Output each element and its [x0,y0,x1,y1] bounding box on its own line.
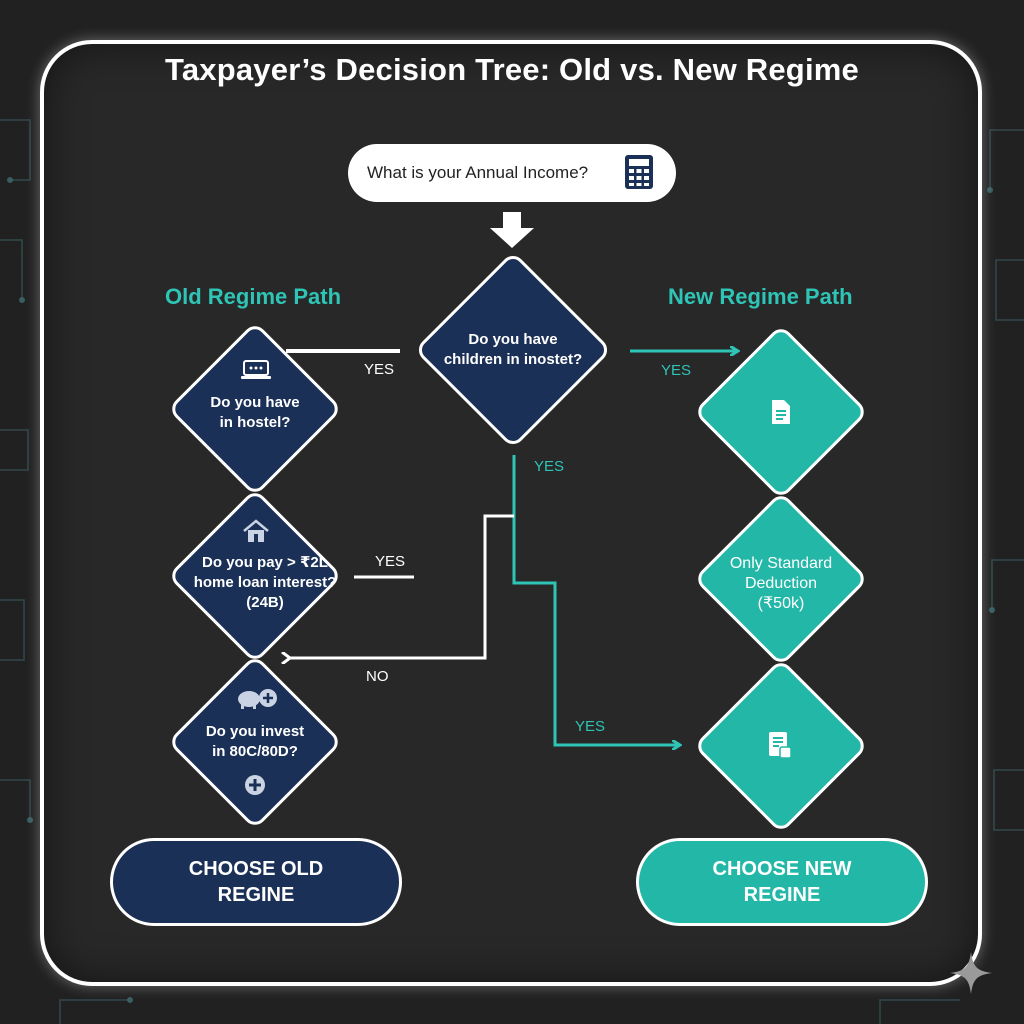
annual-income-question: What is your Annual Income? [367,163,589,182]
edge-no-to-old [290,514,514,658]
choose-new-regime-result: CHOOSE NEW REGINE [636,838,928,926]
health-plus-icon [245,775,265,795]
old-regime-heading: Old Regime Path [165,284,342,309]
diagram-frame [40,40,982,986]
new-regime-heading: New Regime Path [668,284,853,309]
edge-center-down [512,455,678,745]
calculator-icon [625,155,653,189]
edge-label-center-to-new: YES [661,362,692,379]
document-icon [772,400,790,424]
old-question-home-loan-text: Do you pay > ₹2L home loan interest? (24… [193,554,337,611]
sparkle-icon [950,952,992,994]
old-question-hostel-text: Do you have in hostel? [210,394,300,431]
old-question-invest-text: Do you invest in 80C/80D? [205,723,305,760]
edge-label-to-old-no: NO [366,668,389,685]
form-icon [769,732,792,759]
house-icon [243,519,269,542]
annual-income-start-node: What is your Annual Income? [348,144,676,202]
new-node-standard-deduction-text: Only Standard Deduction (₹50k) [729,555,833,612]
edge-label-home-loan-yes: YES [375,553,406,570]
choose-old-regime-result: CHOOSE OLD REGINE [110,838,402,926]
center-decision-text: Do you have children in inostet? [443,331,583,368]
piggy-bank-icon [238,689,277,709]
edge-label-to-new-bottom: YES [575,718,606,735]
edge-label-center-to-old: YES [364,361,395,378]
start-down-arrow [490,212,534,248]
edge-label-center-down: YES [534,458,565,475]
laptop-icon [241,360,271,379]
diagram-title: Taxpayer’s Decision Tree: Old vs. New Re… [165,52,859,87]
